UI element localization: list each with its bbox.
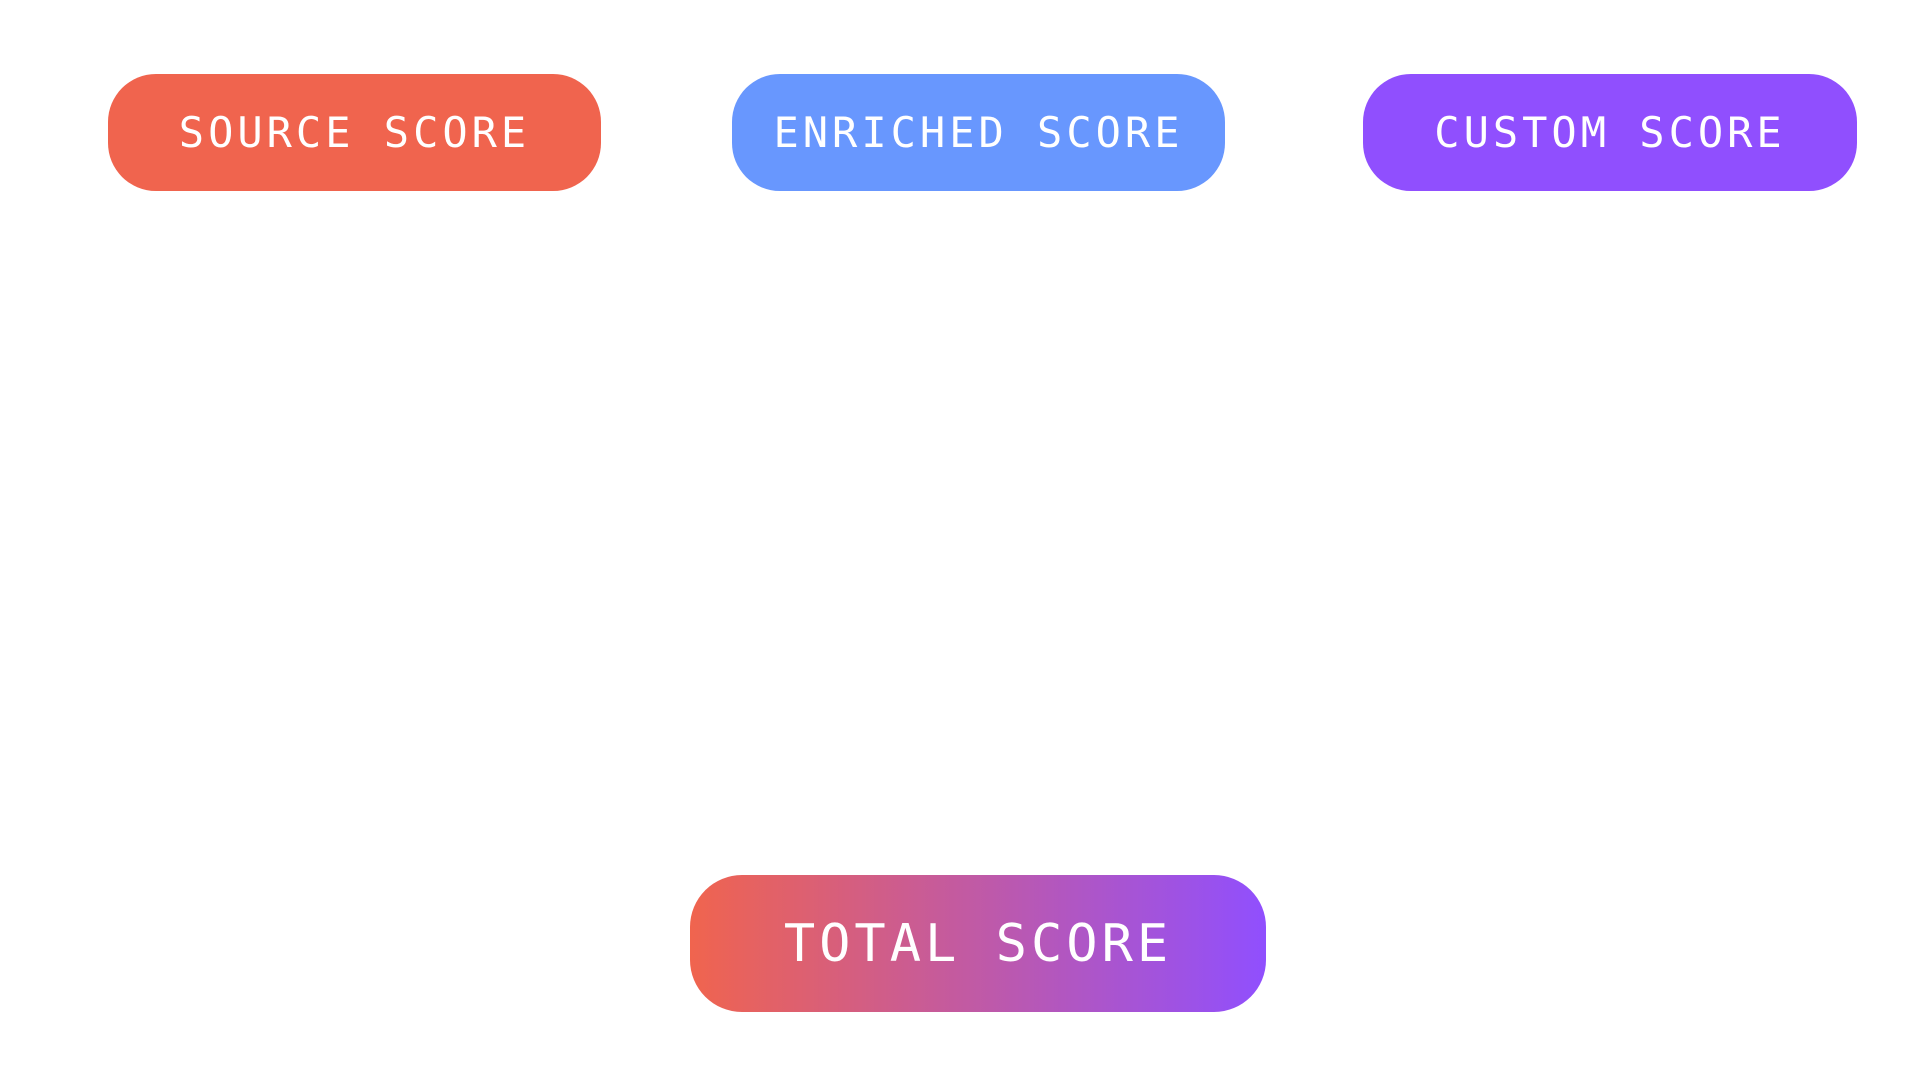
source-score-label: SOURCE SCORE xyxy=(178,108,531,157)
total-score-label: TOTAL SCORE xyxy=(783,913,1173,974)
source-score-node: SOURCE SCORE xyxy=(108,74,601,191)
custom-score-label: CUSTOM SCORE xyxy=(1434,108,1786,157)
enriched-score-label: ENRICHED SCORE xyxy=(773,108,1184,157)
total-score-node: TOTAL SCORE xyxy=(690,875,1266,1012)
enriched-score-node: ENRICHED SCORE xyxy=(732,74,1225,191)
custom-score-node: CUSTOM SCORE xyxy=(1363,74,1857,191)
